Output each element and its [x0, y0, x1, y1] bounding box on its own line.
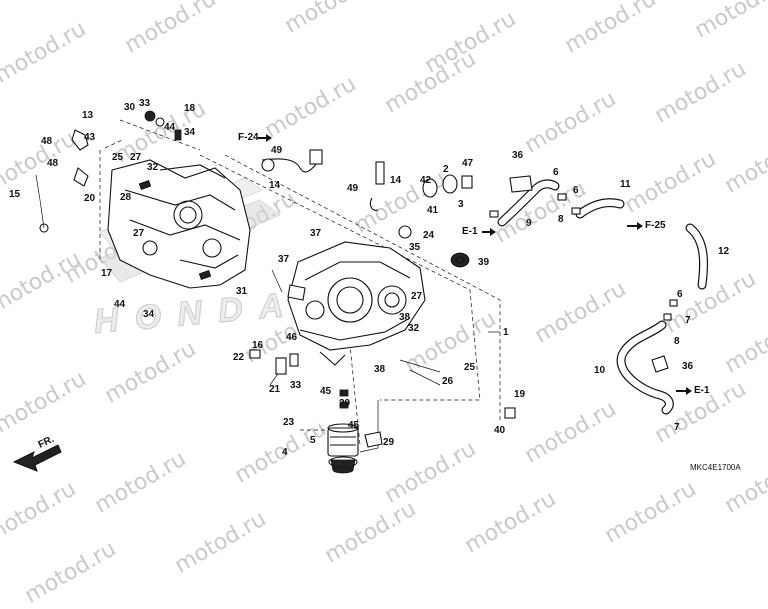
callout-28: 28 [120, 192, 132, 203]
callout-1: 1 [503, 327, 509, 338]
callout-21: 21 [269, 384, 281, 395]
honda-wordmark: HONDA [92, 287, 285, 341]
callout-46: 46 [286, 332, 298, 343]
callout-27: 27 [411, 291, 423, 302]
callout-27: 27 [130, 152, 142, 163]
callout-12: 12 [718, 246, 730, 257]
breather-hose-12 [685, 223, 709, 290]
reference-e1-upper: E-1 [462, 226, 478, 237]
callout-14: 14 [390, 175, 402, 186]
oil-filter [327, 423, 359, 474]
left-crankcase-half [107, 159, 251, 289]
callout-16: 16 [252, 340, 264, 351]
callout-42: 42 [420, 175, 432, 186]
callout-13: 13 [82, 110, 94, 121]
callout-47: 47 [462, 158, 474, 169]
callout-43: 43 [84, 132, 96, 143]
callout-30: 30 [124, 102, 136, 113]
callout-4: 4 [282, 447, 288, 458]
callout-32: 32 [408, 323, 420, 334]
callout-22: 22 [233, 352, 245, 363]
callout-49: 49 [347, 183, 359, 194]
callout-40: 40 [494, 425, 506, 436]
breather-hose-upper [489, 179, 625, 227]
callout-36: 36 [682, 361, 694, 372]
callout-6: 6 [553, 167, 559, 178]
callout-24: 24 [423, 230, 435, 241]
callout-9: 9 [526, 218, 532, 229]
callout-38: 38 [374, 364, 386, 375]
callout-7: 7 [685, 315, 691, 326]
callout-17: 17 [101, 268, 113, 279]
callout-37: 37 [310, 228, 322, 239]
callout-6: 6 [677, 289, 683, 300]
callout-32: 32 [147, 162, 159, 173]
callout-33: 33 [139, 98, 151, 109]
callout-37: 37 [278, 254, 290, 265]
callout-48: 48 [47, 158, 59, 169]
callout-10: 10 [594, 365, 606, 376]
callout-20: 20 [84, 193, 96, 204]
callout-49: 49 [271, 145, 283, 156]
reference-f25: F-25 [645, 220, 666, 231]
callout-23: 23 [283, 417, 295, 428]
callout-34: 34 [143, 309, 155, 320]
callout-6: 6 [573, 185, 579, 196]
callout-8: 8 [674, 336, 680, 347]
callout-45: 45 [320, 386, 332, 397]
right-crankcase-half [287, 241, 426, 366]
callout-7: 7 [674, 422, 680, 433]
callout-31: 31 [236, 286, 248, 297]
callout-48: 48 [41, 136, 53, 147]
callout-29: 29 [383, 437, 395, 448]
reference-e1-lower: E-1 [694, 385, 710, 396]
callout-35: 35 [409, 242, 421, 253]
small-hardware [35, 110, 669, 448]
callout-41: 41 [427, 205, 439, 216]
callout-11: 11 [620, 179, 631, 190]
callout-29: 29 [339, 398, 351, 409]
callout-27: 27 [133, 228, 145, 239]
breather-hose-10 [616, 299, 678, 415]
callout-44: 44 [164, 122, 176, 133]
callout-33: 33 [290, 380, 302, 391]
callout-15: 15 [9, 189, 21, 200]
front-direction-arrow: FR. [12, 434, 62, 472]
callout-25: 25 [464, 362, 476, 373]
callout-34: 34 [184, 127, 196, 138]
callout-18: 18 [184, 103, 196, 114]
callout-36: 36 [512, 150, 524, 161]
callout-19: 19 [514, 389, 526, 400]
callout-5: 5 [310, 435, 316, 446]
exploded-view-svg: HONDA [9, 98, 741, 474]
callout-39: 39 [478, 257, 490, 268]
callout-45: 45 [348, 420, 360, 431]
reference-f24: F-24 [238, 132, 259, 143]
callout-26: 26 [442, 376, 454, 387]
callout-3: 3 [458, 199, 464, 210]
callout-38: 38 [399, 312, 411, 323]
diagram-code: MKC4E1700A [690, 463, 741, 472]
callout-25: 25 [112, 152, 124, 163]
callout-8: 8 [558, 214, 564, 225]
callout-2: 2 [443, 164, 449, 175]
callout-44: 44 [114, 299, 126, 310]
callout-14: 14 [269, 180, 281, 191]
